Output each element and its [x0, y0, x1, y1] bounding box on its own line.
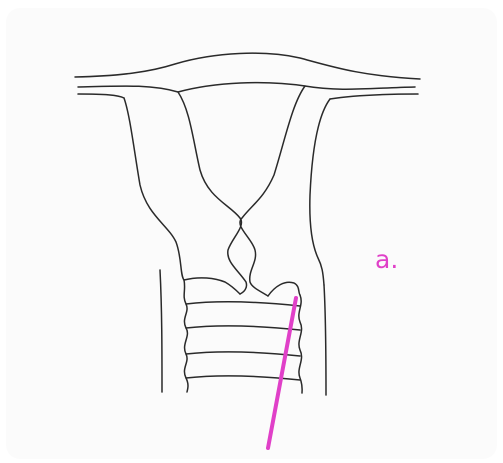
left-inner-cavity — [178, 92, 247, 294]
outer-left-wall — [160, 270, 162, 392]
right-outer-wall — [310, 99, 330, 285]
right-tube-lower — [330, 94, 418, 99]
fundus-inner-line — [78, 83, 415, 92]
ruga-1 — [186, 302, 300, 306]
right-inner-cavity — [240, 86, 305, 296]
left-outer-wall — [124, 98, 184, 280]
cervical-right-lip — [268, 282, 300, 296]
outer-right-wall — [324, 285, 326, 395]
label-a: a. — [375, 245, 398, 274]
left-tube-lower — [78, 94, 124, 98]
left-vaginal-wall — [184, 280, 188, 392]
cervical-left-lip — [184, 278, 240, 294]
ruga-2 — [186, 326, 300, 330]
pointer-line — [268, 298, 296, 448]
right-vaginal-wall — [299, 295, 302, 393]
ruga-3 — [186, 352, 300, 356]
fundus-outline — [75, 53, 420, 79]
